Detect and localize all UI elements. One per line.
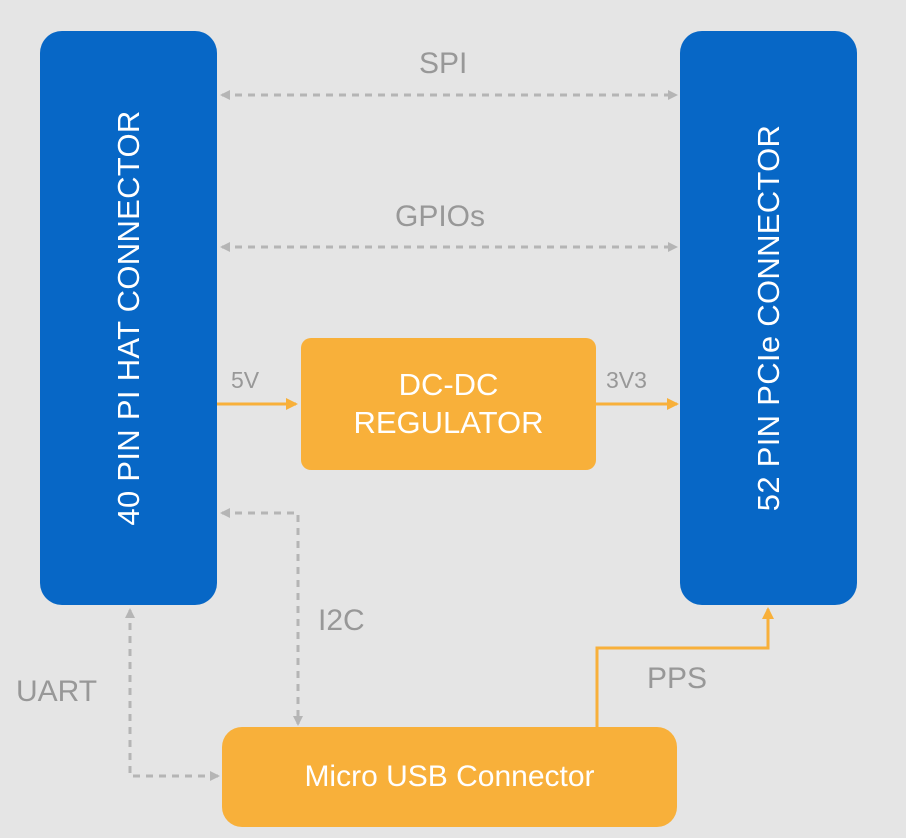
micro-usb-connector-label: Micro USB Connector: [304, 760, 595, 793]
pcie-connector-label: 52 PIN PCIe CONNECTOR: [750, 124, 786, 512]
dcdc-label-line2: REGULATOR: [353, 405, 544, 440]
dcdc-regulator-block: DC-DC REGULATOR: [301, 338, 596, 470]
uart-link: [125, 608, 220, 781]
pi-hat-connector-label: 40 PIN PI HAT CONNECTOR: [110, 110, 146, 526]
pi-hat-connector-block: 40 PIN PI HAT CONNECTOR: [40, 31, 217, 605]
i2c-link: [220, 508, 303, 726]
pps-label: PPS: [647, 662, 708, 695]
dcdc-label-line1: DC-DC: [398, 367, 499, 402]
5v-label: 5V: [231, 367, 260, 393]
pps-link: [595, 607, 774, 727]
gpios-label: GPIOs: [395, 200, 486, 233]
micro-usb-connector-block: Micro USB Connector: [222, 727, 677, 827]
i2c-label: I2C: [318, 604, 365, 637]
dcdc-regulator-label: DC-DC REGULATOR: [353, 366, 543, 442]
pcie-connector-block: 52 PIN PCIe CONNECTOR: [680, 31, 857, 605]
spi-label: SPI: [419, 47, 468, 80]
3v3-label: 3V3: [606, 367, 647, 393]
uart-label: UART: [16, 675, 98, 708]
